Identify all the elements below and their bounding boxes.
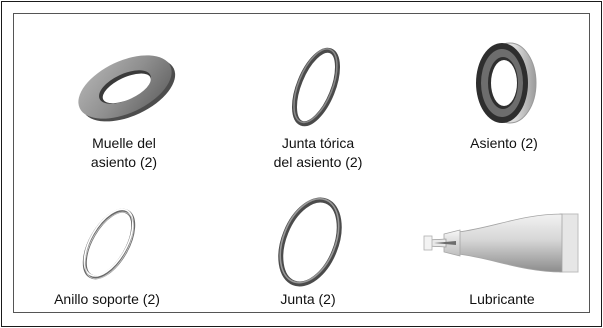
backup-ring-label: Anillo soporte (2): [54, 291, 160, 307]
seat-icon: [476, 42, 537, 124]
seat-label: Asiento (2): [470, 135, 538, 151]
seat-spring-label-line-1: Muelle del: [92, 135, 156, 151]
lubricant-tube-icon: [423, 213, 579, 273]
parts-panel: Muelle del asiento (2) Junta tórica del …: [13, 13, 590, 313]
seat-oring-icon: [292, 47, 340, 127]
seat-spring-icon: [78, 55, 176, 122]
seat-oring-label-line-2: del asiento (2): [273, 154, 363, 170]
seat-oring-label-line-1: Junta tórica: [281, 135, 355, 151]
gasket-label: Junta (2): [280, 291, 336, 307]
seat-spring-label-line-2: asiento (2): [90, 154, 158, 170]
gasket-icon: [278, 197, 342, 287]
lubricant-label: Lubricante: [469, 291, 535, 307]
backup-ring-icon: [82, 208, 136, 280]
